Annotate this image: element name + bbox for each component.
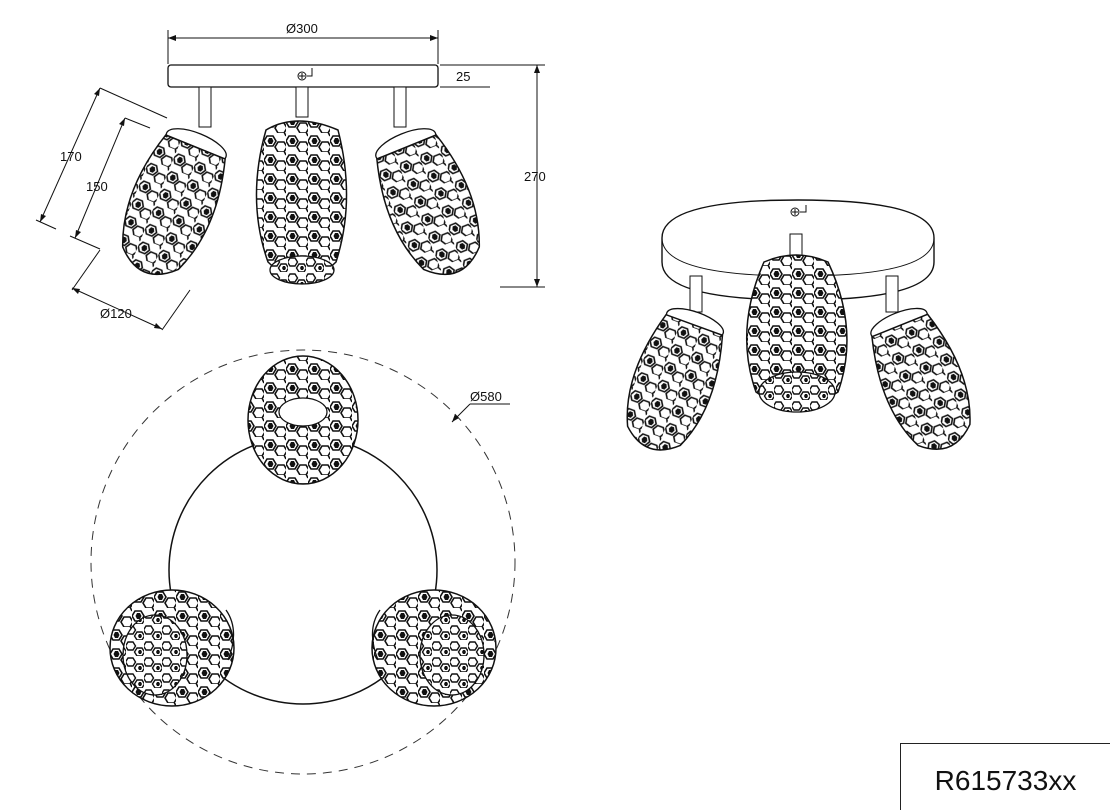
dim-spread-diameter: Ø580 (470, 389, 502, 404)
dim-total-height: 270 (524, 169, 546, 184)
dim-canopy-diameter: Ø300 (286, 21, 318, 36)
model-number-box: R615733xx (900, 743, 1110, 810)
shade-top-view-3 (371, 589, 497, 707)
shade-left (121, 128, 227, 276)
dim-shade-diameter: Ø120 (100, 306, 132, 321)
shade-persp-center (745, 254, 848, 413)
shade-right (375, 128, 481, 276)
shade-persp-right (870, 307, 971, 450)
dim-shade-inner-length: 150 (86, 179, 108, 194)
stem-left (198, 86, 212, 128)
shade-center (255, 120, 348, 285)
perspective-view (626, 199, 971, 451)
shade-top-view-1 (247, 355, 359, 485)
stem-right (393, 86, 407, 128)
dim-canopy-height: 25 (456, 69, 470, 84)
front-view: Ø300 25 270 (35, 21, 546, 331)
stem-center (295, 86, 309, 118)
top-view: Ø580 (90, 349, 516, 775)
screw-icon (297, 68, 313, 81)
dim-shade-length: 170 (60, 149, 82, 164)
spread-circle (90, 349, 516, 775)
shade-persp-left (626, 307, 725, 451)
screw-icon (790, 205, 807, 217)
model-number: R615733xx (934, 765, 1077, 796)
shade-top-view-2 (109, 589, 235, 707)
